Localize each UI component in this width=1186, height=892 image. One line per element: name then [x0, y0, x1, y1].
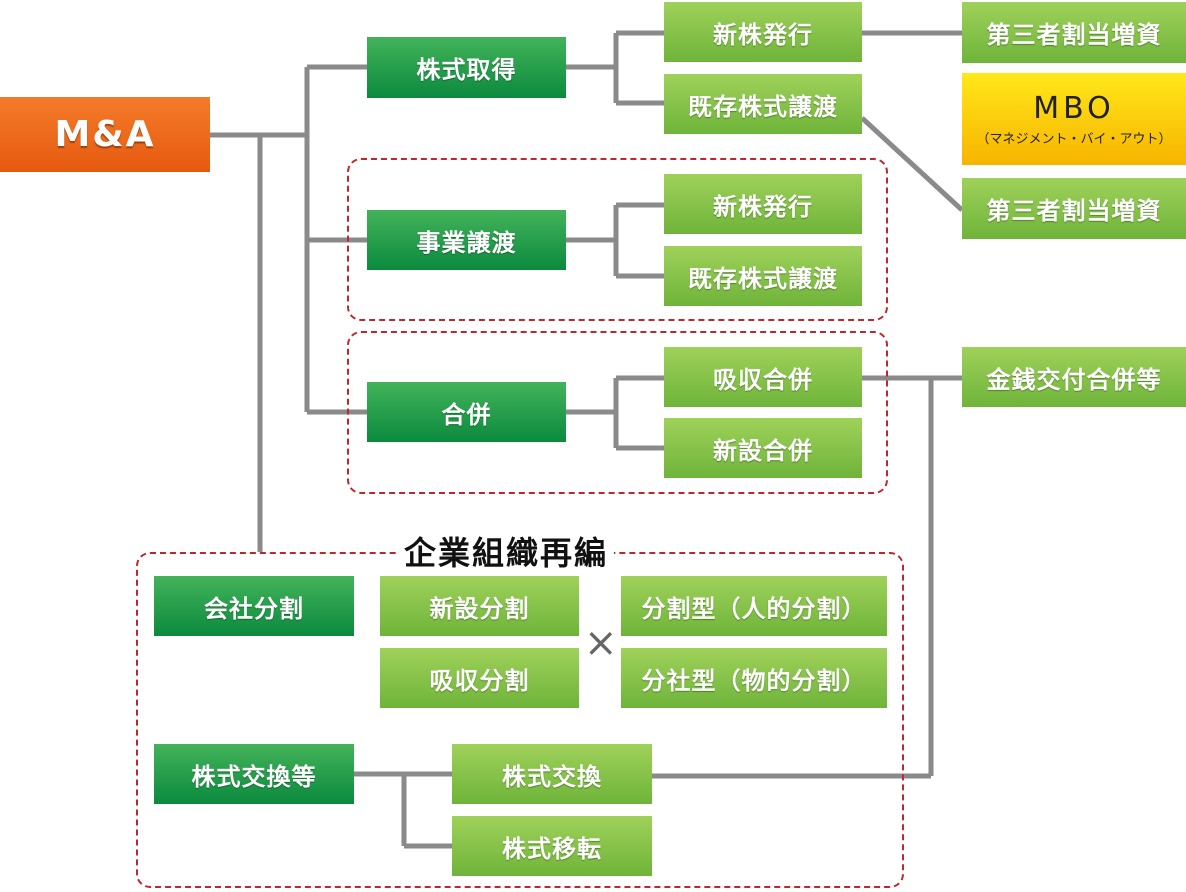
- bt-existing-transfer-box: 既存株式譲渡: [664, 246, 862, 306]
- absorption-split-label: 吸収分割: [429, 666, 530, 695]
- new-split-box: 新設分割: [380, 576, 579, 636]
- acq-existing-transfer-box: 既存株式譲渡: [664, 74, 862, 134]
- business-transfer-box: 事業譲渡: [367, 210, 566, 270]
- mbo-label: MBO: [1033, 91, 1115, 126]
- merger-box: 合併: [367, 382, 566, 442]
- absorption-split-box: 吸収分割: [380, 648, 579, 708]
- third-party-label-1: 第三者割当増資: [986, 21, 1162, 49]
- bt-new-shares-box: 新株発行: [664, 174, 862, 234]
- share-transfer-box: 株式移転: [452, 816, 652, 876]
- mbo-box: MBO （マネジメント・バイ・アウト）: [962, 73, 1186, 165]
- acquisition-label: 株式取得: [416, 56, 517, 84]
- absorption-merger-label: 吸収合併: [713, 365, 813, 394]
- share-transfer-label: 株式移転: [502, 834, 602, 863]
- reorganization-title: 企業組織再編: [398, 528, 615, 574]
- root-ma-box: M&A: [0, 97, 210, 172]
- third-party-allotment-box-1: 第三者割当増資: [962, 2, 1186, 63]
- business-transfer-label: 事業譲渡: [416, 228, 517, 257]
- bt-existing-transfer-label: 既存株式譲渡: [688, 264, 838, 293]
- new-split-label: 新設分割: [429, 594, 530, 623]
- share-exchange-box: 株式交換: [452, 744, 652, 804]
- split-type-human-box: 分割型（人的分割）: [621, 576, 887, 636]
- merger-group: [347, 331, 888, 494]
- business-transfer-group: [347, 158, 888, 321]
- company-split-box: 会社分割: [154, 576, 354, 636]
- new-merger-label: 新設合併: [713, 436, 813, 465]
- share-exchange-etc-label: 株式交換等: [191, 762, 317, 791]
- merger-label: 合併: [441, 400, 492, 429]
- split-type-material-box: 分社型（物的分割）: [621, 648, 887, 708]
- root-label: M&A: [54, 114, 156, 155]
- new-merger-box: 新設合併: [664, 418, 862, 478]
- split-type-human-label: 分割型（人的分割）: [641, 594, 867, 623]
- third-party-label-2: 第三者割当増資: [986, 197, 1162, 225]
- acq-new-shares-label: 新株発行: [713, 20, 813, 49]
- split-type-material-label: 分社型（物的分割）: [641, 666, 867, 695]
- mbo-sub-label: （マネジメント・バイ・アウト）: [976, 132, 1172, 147]
- third-party-allotment-box-2: 第三者割当増資: [962, 178, 1186, 239]
- times-symbol: ×: [584, 620, 618, 666]
- acquisition-box: 株式取得: [367, 37, 566, 98]
- share-exchange-label: 株式交換: [502, 762, 602, 791]
- company-split-label: 会社分割: [204, 594, 304, 623]
- acq-existing-transfer-label: 既存株式譲渡: [688, 92, 838, 121]
- acq-new-shares-box: 新株発行: [664, 2, 862, 62]
- absorption-merger-box: 吸収合併: [664, 347, 862, 407]
- bt-new-shares-label: 新株発行: [713, 192, 813, 221]
- share-exchange-etc-box: 株式交換等: [154, 744, 354, 804]
- cash-merger-box: 金銭交付合併等: [962, 347, 1186, 407]
- cash-merger-label: 金銭交付合併等: [986, 365, 1162, 394]
